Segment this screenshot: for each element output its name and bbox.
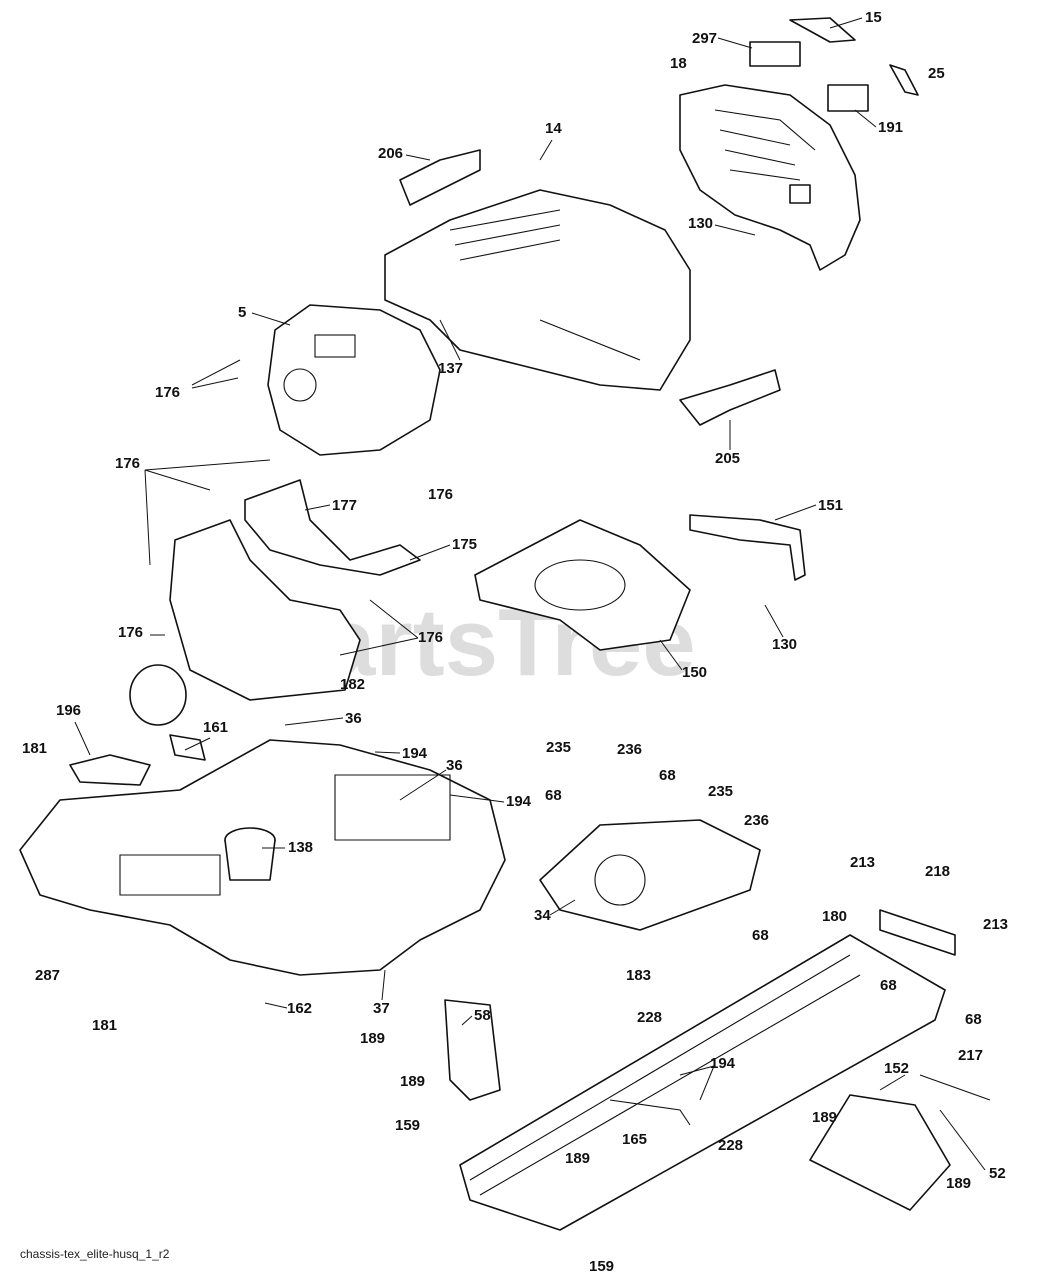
callout-297: 297 xyxy=(692,30,717,47)
callout-176: 176 xyxy=(428,486,453,503)
callout-176: 176 xyxy=(155,384,180,401)
callout-206: 206 xyxy=(378,145,403,162)
callout-152: 152 xyxy=(884,1060,909,1077)
hood-grille-part-18[interactable] xyxy=(679,84,861,271)
insulation-pad-part-191[interactable] xyxy=(827,84,869,112)
bracket-part-218[interactable] xyxy=(879,909,956,956)
callout-68: 68 xyxy=(545,787,562,804)
callout-228: 228 xyxy=(637,1009,662,1026)
hood-bracket-part-25[interactable] xyxy=(889,64,919,96)
hood-badge-part-15[interactable] xyxy=(789,17,856,43)
callout-176: 176 xyxy=(418,629,443,646)
callout-159: 159 xyxy=(589,1258,614,1275)
callout-68: 68 xyxy=(880,977,897,994)
bracket-part-58[interactable] xyxy=(444,999,501,1101)
callout-68: 68 xyxy=(965,1011,982,1028)
callout-68: 68 xyxy=(659,767,676,784)
callout-218: 218 xyxy=(925,863,950,880)
insulation-pad-part-297[interactable] xyxy=(749,41,801,67)
callout-165: 165 xyxy=(622,1131,647,1148)
callout-236: 236 xyxy=(617,741,642,758)
shift-boot-part-138[interactable] xyxy=(224,827,276,881)
callout-191: 191 xyxy=(878,119,903,136)
callout-228: 228 xyxy=(718,1137,743,1154)
callout-176: 176 xyxy=(118,624,143,641)
hood-trim-part-206[interactable] xyxy=(399,149,481,206)
callouts: 15 297 18 25 191 14 206 130 5 176 137 20… xyxy=(22,9,1008,1275)
callout-162: 162 xyxy=(287,1000,312,1017)
callout-137: 137 xyxy=(438,360,463,377)
callout-130: 130 xyxy=(688,215,713,232)
callout-181: 181 xyxy=(22,740,47,757)
callout-34: 34 xyxy=(534,907,551,924)
callout-189: 189 xyxy=(400,1073,425,1090)
callout-194: 194 xyxy=(506,793,532,810)
steering-bracket-part-175[interactable] xyxy=(244,479,421,576)
callout-236: 236 xyxy=(744,812,769,829)
callout-194: 194 xyxy=(710,1055,736,1072)
callout-15: 15 xyxy=(865,9,882,26)
hood-trim-part-205[interactable] xyxy=(679,369,781,426)
callout-213: 213 xyxy=(850,854,875,871)
callout-151: 151 xyxy=(818,497,843,514)
callout-177: 177 xyxy=(332,497,357,514)
callout-183: 183 xyxy=(626,967,651,984)
bracket-part-151[interactable] xyxy=(689,514,806,581)
cover-part-196[interactable] xyxy=(69,754,151,786)
callout-194: 194 xyxy=(402,745,428,762)
callout-176: 176 xyxy=(115,455,140,472)
frame-part-180[interactable] xyxy=(459,934,946,1231)
dashboard-part-5[interactable] xyxy=(267,304,441,456)
callout-36: 36 xyxy=(446,757,463,774)
diagram-code: chassis-tex_elite-husq_1_r2 xyxy=(20,1247,170,1261)
callout-150: 150 xyxy=(682,664,707,681)
callout-14: 14 xyxy=(545,120,562,137)
callout-159: 159 xyxy=(395,1117,420,1134)
callout-217: 217 xyxy=(958,1047,983,1064)
callout-196: 196 xyxy=(56,702,81,719)
callout-235: 235 xyxy=(546,739,571,756)
footrest-part-150[interactable] xyxy=(474,519,691,651)
cover-part-152[interactable] xyxy=(809,1094,951,1211)
callout-189: 189 xyxy=(360,1030,385,1047)
callout-138: 138 xyxy=(288,839,313,856)
leader-lines xyxy=(74,17,986,1171)
callout-287: 287 xyxy=(35,967,60,984)
callout-5: 5 xyxy=(238,304,246,321)
dash-panel-part-182[interactable] xyxy=(169,519,361,701)
callout-130: 130 xyxy=(772,636,797,653)
hood-cover-part-14[interactable] xyxy=(384,189,691,391)
callout-235: 235 xyxy=(708,783,733,800)
callout-189: 189 xyxy=(812,1109,837,1126)
callout-189: 189 xyxy=(946,1175,971,1192)
callout-205: 205 xyxy=(715,450,740,467)
callout-37: 37 xyxy=(373,1000,390,1017)
callout-25: 25 xyxy=(928,65,945,82)
callout-213: 213 xyxy=(983,916,1008,933)
callout-18: 18 xyxy=(670,55,687,72)
seat-plate-part-34[interactable] xyxy=(539,819,761,931)
callout-58: 58 xyxy=(474,1007,491,1024)
callout-182: 182 xyxy=(340,676,365,693)
callout-180: 180 xyxy=(822,908,847,925)
callout-68: 68 xyxy=(752,927,769,944)
callout-161: 161 xyxy=(203,719,228,736)
key-switch-part-161[interactable] xyxy=(129,664,206,761)
callout-181: 181 xyxy=(92,1017,117,1034)
rod-part-217[interactable] xyxy=(919,1074,991,1101)
callout-52: 52 xyxy=(989,1165,1006,1182)
callout-175: 175 xyxy=(452,536,477,553)
rod-part-165[interactable] xyxy=(609,1099,691,1126)
callout-189: 189 xyxy=(565,1150,590,1167)
callout-36: 36 xyxy=(345,710,362,727)
